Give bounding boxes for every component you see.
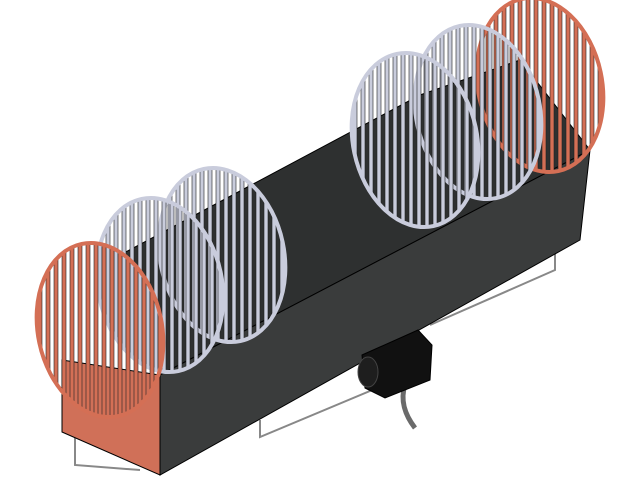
motor-unit	[357, 329, 433, 430]
grate-left-inner-1	[94, 186, 226, 384]
grate-bar	[177, 186, 183, 384]
rail-front	[259, 369, 421, 439]
grate-bar	[487, 13, 493, 211]
grate-bar	[432, 41, 438, 239]
grate-bar	[109, 231, 115, 429]
motor-cap	[357, 356, 379, 388]
grate-ring	[156, 165, 288, 345]
grate-bar	[384, 41, 390, 239]
grate-bar	[360, 41, 366, 239]
grate-bar	[105, 186, 111, 384]
grate-bar	[247, 156, 253, 354]
grate-bar	[117, 231, 123, 429]
grate-ring	[474, 0, 606, 175]
grate-bar	[93, 231, 99, 429]
grate-bar	[223, 156, 229, 354]
grate-bar	[519, 13, 525, 211]
grate-bar	[201, 186, 207, 384]
grate-bar	[456, 41, 462, 239]
grate-bar	[185, 186, 191, 384]
grate-bar	[549, 0, 555, 184]
grate-ring	[349, 50, 481, 230]
grate-bar	[565, 0, 571, 184]
grate-bar	[440, 41, 446, 239]
grate-bar	[85, 231, 91, 429]
grate-bar	[77, 231, 83, 429]
grate-bar	[589, 0, 595, 184]
grate-bar	[557, 0, 563, 184]
grate-bar	[69, 231, 75, 429]
grate-bar	[45, 231, 51, 429]
grate-bar	[581, 0, 587, 184]
grate-bar	[193, 186, 199, 384]
grate-bar	[61, 231, 67, 429]
grate-bars	[352, 41, 478, 239]
grate-bar	[141, 231, 147, 429]
grate-bar	[263, 156, 269, 354]
grate-bar	[573, 0, 579, 184]
grate-bar	[408, 41, 414, 239]
motor-cable	[400, 384, 418, 430]
grate-bar	[231, 156, 237, 354]
grate-bar	[376, 41, 382, 239]
grate-bar	[239, 156, 245, 354]
grate-bar	[527, 13, 533, 211]
grate-bar	[400, 41, 406, 239]
grate-bar	[416, 41, 422, 239]
rail-right	[429, 250, 556, 326]
grate-left-end-0	[34, 231, 166, 429]
grate-bar	[392, 41, 398, 239]
grate-bar	[541, 0, 547, 184]
grate-bar	[479, 13, 485, 211]
grate-bar	[169, 186, 175, 384]
grate-bar	[255, 156, 261, 354]
grate-bar	[271, 156, 277, 354]
grate-ring	[94, 195, 226, 375]
grate-bar	[503, 13, 509, 211]
grate-bar	[101, 231, 107, 429]
grate-bars	[37, 231, 163, 429]
grate-bar	[153, 186, 159, 384]
grate-bar	[448, 41, 454, 239]
grate-bar	[495, 13, 501, 211]
grate-bar	[125, 231, 131, 429]
grate-bar	[161, 186, 167, 384]
grate-bar	[368, 41, 374, 239]
grate-ring	[34, 240, 166, 420]
motor-housing	[361, 329, 433, 399]
grate-bar	[53, 231, 59, 429]
grate-bar	[133, 231, 139, 429]
grate-bar	[121, 186, 127, 384]
grate-bar	[209, 186, 215, 384]
grate-bar	[511, 13, 517, 211]
grate-bar	[137, 186, 143, 384]
grate-bar	[149, 231, 155, 429]
grate-bar	[424, 41, 430, 239]
grate-bar	[464, 41, 470, 239]
grate-right-inner-3	[349, 41, 481, 239]
